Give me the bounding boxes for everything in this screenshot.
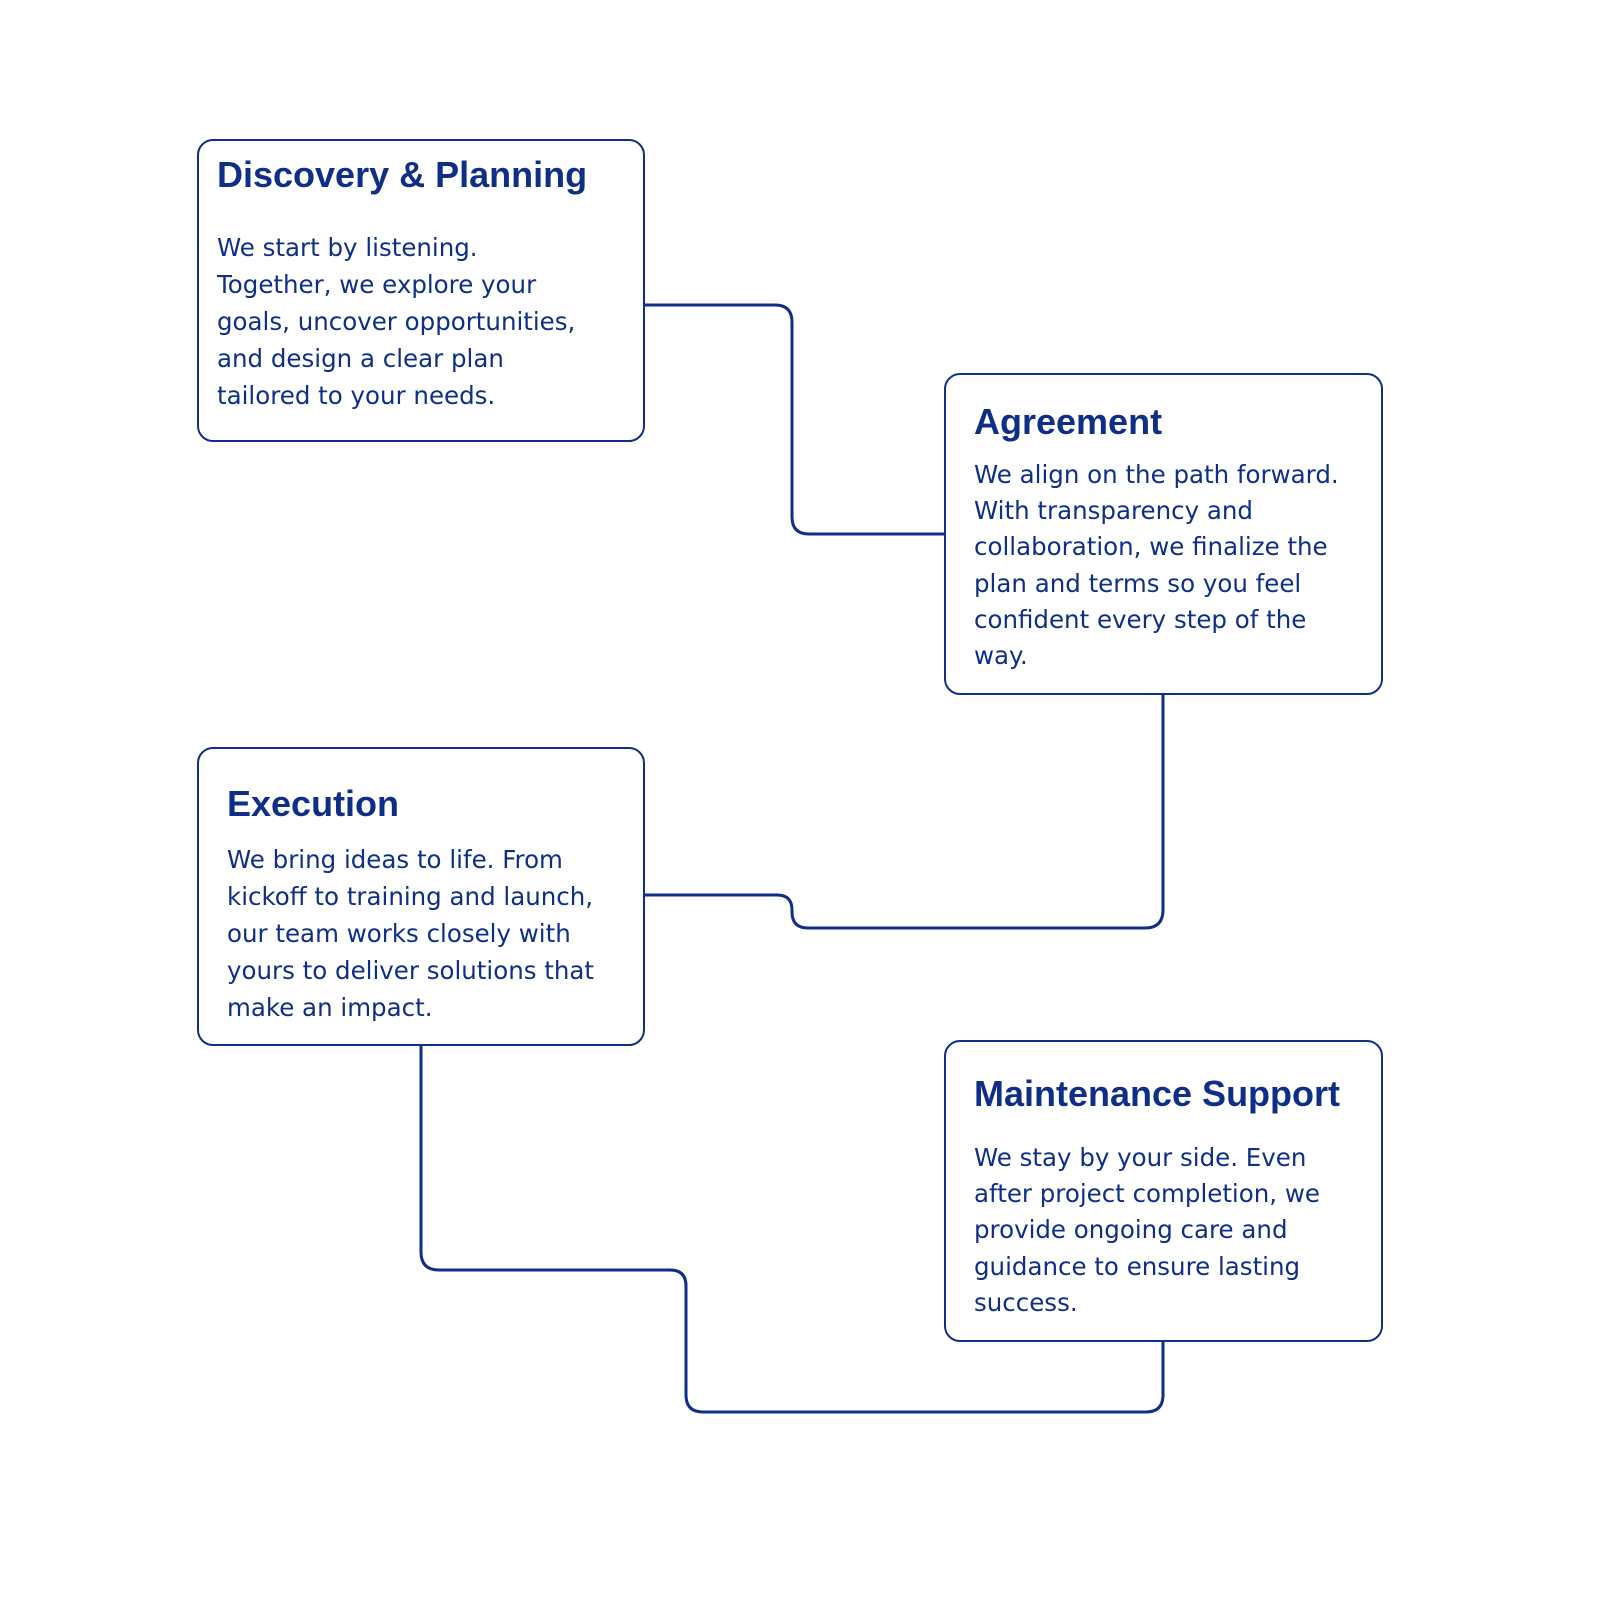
step-title: Agreement [974, 401, 1163, 442]
connector-agreement-to-execution [643, 693, 1165, 930]
step-title: Discovery & Planning [217, 154, 588, 195]
step-description: We start by listening. Together, we expl… [217, 233, 576, 410]
step-title: Execution [227, 783, 400, 824]
step-card-agreement: Agreement We align on the path forward. … [944, 373, 1383, 695]
step-description: We align on the path forward. With trans… [974, 460, 1339, 671]
step-card-execution: Execution We bring ideas to life. From k… [197, 747, 645, 1046]
step-card-discovery-planning: Discovery & Planning We start by listeni… [197, 139, 645, 442]
connector-discovery-to-agreement [643, 303, 946, 536]
step-title: Maintenance Support [974, 1073, 1341, 1114]
step-description: We stay by your side. Even after project… [974, 1143, 1320, 1317]
step-description: We bring ideas to life. From kickoff to … [227, 845, 595, 1022]
step-card-maintenance-support: Maintenance Support We stay by your side… [944, 1040, 1383, 1342]
